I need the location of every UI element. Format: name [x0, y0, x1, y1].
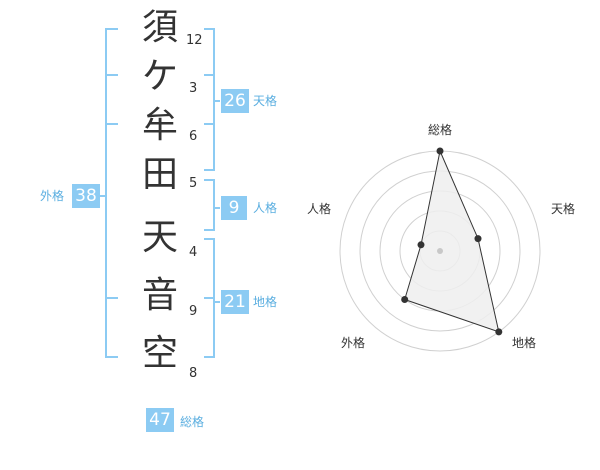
name-char-1: 須 — [141, 7, 178, 48]
radar-label-soukaku: 総格 — [428, 123, 453, 137]
stroke-count-3: 6 — [189, 129, 198, 144]
radar-polygon — [404, 149, 500, 333]
gaikaku-bracket — [105, 28, 118, 358]
gaikaku-badge: 38 — [72, 184, 100, 208]
stroke-count-7: 8 — [189, 366, 198, 381]
tenkaku-label: 天格 — [253, 94, 278, 108]
radar-label-chikaku: 地格 — [512, 336, 537, 350]
tenkaku-bracket — [204, 28, 215, 171]
jinkaku-bracket — [204, 179, 215, 231]
name-char-3: 牟 — [141, 105, 178, 146]
stroke-count-6: 9 — [189, 304, 198, 319]
stroke-count-2: 3 — [189, 81, 198, 96]
jinkaku-label: 人格 — [253, 201, 278, 215]
name-char-2: ケ — [141, 56, 178, 97]
name-char-5: 天 — [141, 217, 178, 258]
chikaku-badge: 21 — [221, 290, 249, 314]
radar-center — [437, 248, 443, 254]
name-char-7: 空 — [141, 333, 178, 374]
tenkaku-badge: 26 — [221, 89, 249, 113]
name-char-4: 田 — [141, 154, 178, 195]
bracket-lines — [100, 28, 220, 358]
stroke-count-1: 12 — [186, 33, 203, 48]
radar-point — [417, 241, 425, 249]
jinkaku-badge: 9 — [221, 196, 247, 220]
stroke-count-5: 4 — [189, 245, 198, 260]
radar-chart — [339, 147, 541, 352]
radar-points — [401, 147, 503, 336]
name-char-6: 音 — [141, 275, 178, 316]
soukaku-badge: 47 — [146, 408, 174, 432]
radar-label-gaikaku: 外格 — [341, 336, 366, 350]
radar-label-tenkaku: 天格 — [551, 202, 576, 216]
soukaku-label: 総格 — [180, 415, 205, 429]
stroke-count-4: 5 — [189, 176, 198, 191]
radar-point — [495, 328, 503, 336]
radar-point — [474, 235, 482, 243]
radar-label-jinkaku: 人格 — [307, 202, 332, 216]
chikaku-label: 地格 — [253, 295, 278, 309]
gaikaku-label: 外格 — [40, 189, 65, 203]
radar-point — [401, 296, 409, 303]
radar-point — [436, 147, 444, 155]
